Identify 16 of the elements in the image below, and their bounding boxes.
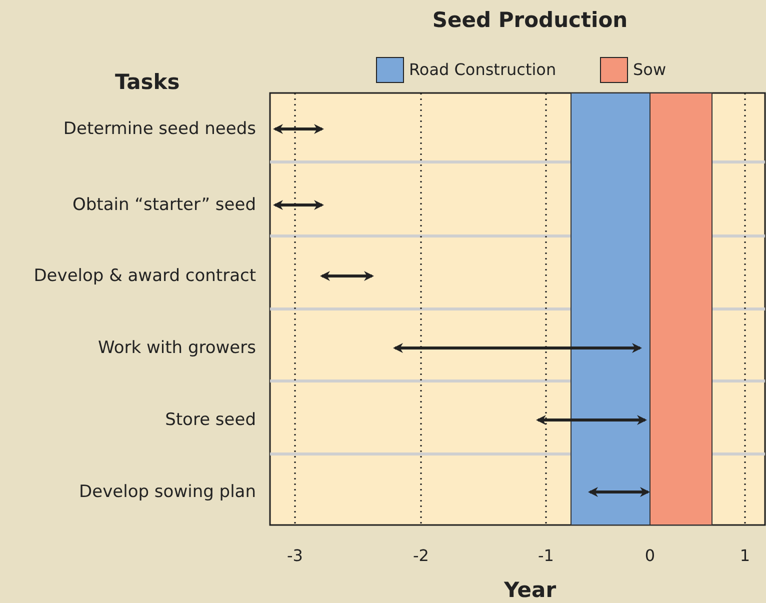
- task-label: Work with growers: [98, 338, 256, 358]
- tick-label: -2: [413, 546, 429, 565]
- axis-title: Year: [504, 578, 556, 602]
- chart-title: Seed Production: [431, 8, 629, 32]
- task-label: Develop & award contract: [34, 266, 256, 286]
- legend-label: Road Construction: [409, 60, 556, 79]
- task-label: Develop sowing plan: [79, 482, 256, 502]
- legend-label: Sow: [633, 60, 666, 79]
- axis-title: Tasks: [115, 70, 180, 94]
- tick-label: 1: [740, 546, 750, 565]
- tick-label: -3: [287, 546, 303, 565]
- tick-label: 0: [644, 546, 656, 565]
- task-label: Determine seed needs: [63, 119, 256, 139]
- task-label: Obtain “starter” seed: [72, 195, 256, 215]
- tick-label: -1: [538, 546, 554, 565]
- task-label: Store seed: [165, 410, 256, 430]
